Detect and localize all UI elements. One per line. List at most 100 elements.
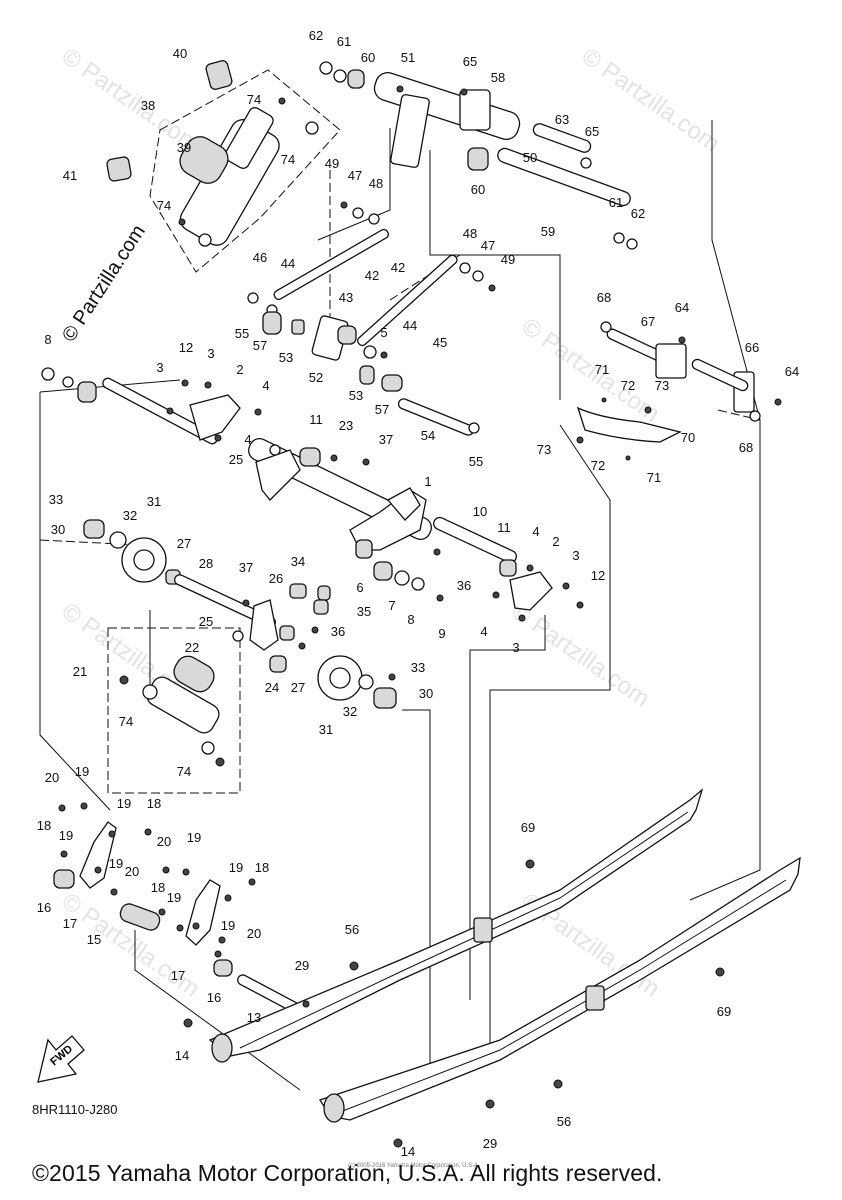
callout-67: 67: [641, 314, 655, 329]
callout-2: 2: [236, 362, 243, 377]
callout-49: 49: [325, 156, 339, 171]
callout-4: 4: [244, 432, 251, 447]
callout-70: 70: [681, 430, 695, 445]
callout-19: 19: [221, 918, 235, 933]
callout-64: 64: [675, 300, 689, 315]
callout-12: 12: [591, 568, 605, 583]
callout-60: 60: [361, 50, 375, 65]
callout-49: 49: [501, 252, 515, 267]
callout-25: 25: [229, 452, 243, 467]
callout-71: 71: [595, 362, 609, 377]
callout-19: 19: [167, 890, 181, 905]
callout-11: 11: [497, 520, 511, 535]
callout-53: 53: [349, 388, 363, 403]
watermark: © Partzilla.com: [577, 43, 725, 158]
callout-40: 40: [173, 46, 187, 61]
callout-27: 27: [177, 536, 191, 551]
callout-8: 8: [44, 332, 51, 347]
callout-74: 74: [177, 764, 191, 779]
callout-18: 18: [255, 860, 269, 875]
callout-66: 66: [745, 340, 759, 355]
callout-31: 31: [147, 494, 161, 509]
callout-36: 36: [331, 624, 345, 639]
callout-62: 62: [631, 206, 645, 221]
callout-61: 61: [337, 34, 351, 49]
callout-42: 42: [365, 268, 379, 283]
callout-31: 31: [319, 722, 333, 737]
callout-30: 30: [51, 522, 65, 537]
callout-65: 65: [463, 54, 477, 69]
callout-7: 7: [388, 598, 395, 613]
callout-19: 19: [59, 828, 73, 843]
callout-68: 68: [597, 290, 611, 305]
callout-18: 18: [147, 796, 161, 811]
callout-26: 26: [269, 571, 283, 586]
slide-rails: [183, 788, 801, 1148]
callout-24: 24: [265, 680, 279, 695]
callout-18: 18: [151, 880, 165, 895]
link-rods: [247, 201, 496, 436]
callout-48: 48: [369, 176, 383, 191]
callout-58: 58: [491, 70, 505, 85]
callout-21: 21: [73, 664, 87, 679]
assembly-lines: [39, 120, 761, 1091]
callout-29: 29: [295, 958, 309, 973]
callout-74: 74: [281, 152, 295, 167]
callout-63: 63: [555, 112, 569, 127]
right-bracket: [576, 321, 782, 461]
callout-50: 50: [523, 150, 537, 165]
callout-65: 65: [585, 124, 599, 139]
callout-54: 54: [421, 428, 435, 443]
callout-16: 16: [37, 900, 51, 915]
callout-23: 23: [339, 418, 353, 433]
callout-18: 18: [37, 818, 51, 833]
callout-73: 73: [537, 442, 551, 457]
callout-34: 34: [291, 554, 305, 569]
rear-shock-group-box: [149, 69, 341, 273]
callout-20: 20: [45, 770, 59, 785]
rear-shock-absorber: [106, 60, 319, 247]
callout-10: 10: [473, 504, 487, 519]
callout-55: 55: [469, 454, 483, 469]
callout-62: 62: [309, 28, 323, 43]
callout-30: 30: [419, 686, 433, 701]
front-shock-absorber: [119, 655, 225, 767]
callout-55: 55: [235, 326, 249, 341]
callout-45: 45: [433, 335, 447, 350]
callout-69: 69: [521, 820, 535, 835]
callout-3: 3: [207, 346, 214, 361]
callout-3: 3: [156, 360, 163, 375]
callout-19: 19: [117, 796, 131, 811]
callout-16: 16: [207, 990, 221, 1005]
callout-41: 41: [63, 168, 77, 183]
callout-56: 56: [345, 922, 359, 937]
callout-47: 47: [481, 238, 495, 253]
callout-19: 19: [75, 764, 89, 779]
callout-37: 37: [239, 560, 253, 575]
callout-57: 57: [375, 402, 389, 417]
callout-12: 12: [179, 340, 193, 355]
rear-arm: [319, 61, 638, 250]
callout-35: 35: [357, 604, 371, 619]
callout-5: 5: [380, 325, 387, 340]
callout-14: 14: [175, 1048, 189, 1063]
callout-43: 43: [339, 290, 353, 305]
callout-8: 8: [407, 612, 414, 627]
callout-29: 29: [483, 1136, 497, 1151]
callout-71: 71: [647, 470, 661, 485]
front-shock-group-box: [107, 627, 241, 794]
callout-61: 61: [609, 195, 623, 210]
callout-27: 27: [291, 680, 305, 695]
callout-52: 52: [309, 370, 323, 385]
callout-9: 9: [438, 626, 445, 641]
callout-68: 68: [739, 440, 753, 455]
callout-19: 19: [187, 830, 201, 845]
callout-1: 1: [424, 474, 431, 489]
callout-44: 44: [281, 256, 295, 271]
callout-39: 39: [177, 140, 191, 155]
callout-73: 73: [655, 378, 669, 393]
callout-13: 13: [247, 1010, 261, 1025]
callout-32: 32: [123, 508, 137, 523]
callout-47: 47: [348, 168, 362, 183]
callout-72: 72: [591, 458, 605, 473]
